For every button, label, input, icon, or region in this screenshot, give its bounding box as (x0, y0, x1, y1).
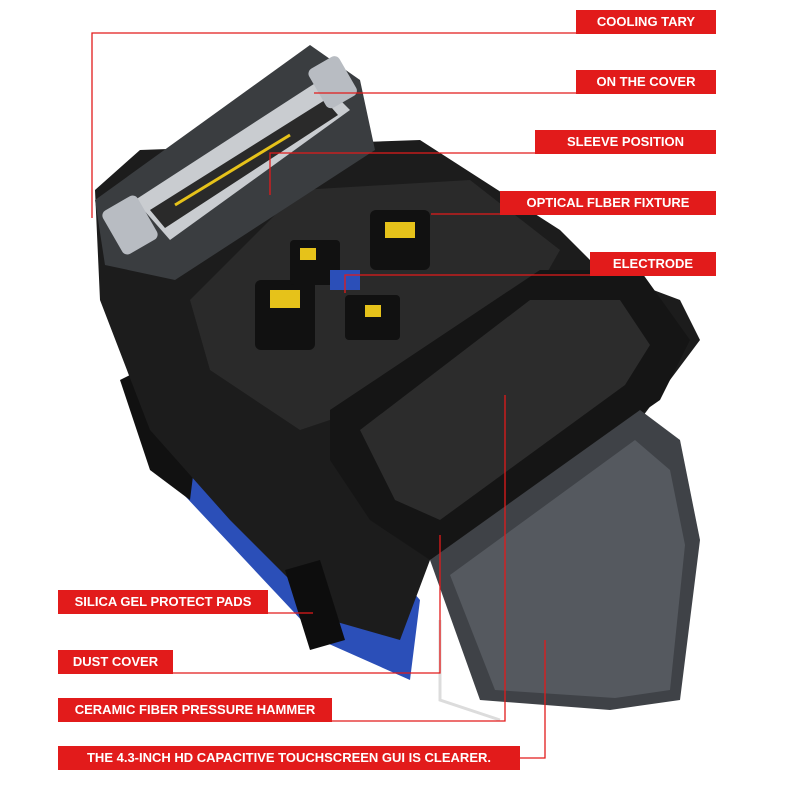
callout-silica-gel-pads: SILICA GEL PROTECT PADS (58, 590, 268, 614)
callout-electrode: ELECTRODE (590, 252, 716, 276)
callout-optical-fiber-fixture: OPTICAL FLBER FIXTURE (500, 191, 716, 215)
callout-sleeve-position: SLEEVE POSITION (535, 130, 716, 154)
callout-dust-cover: DUST COVER (58, 650, 173, 674)
callout-on-the-cover: ON THE COVER (576, 70, 716, 94)
electrode-assembly (330, 270, 360, 290)
callout-touchscreen: THE 4.3-INCH HD CAPACITIVE TOUCHSCREEN G… (58, 746, 520, 770)
fiber-clamp-right (370, 210, 430, 270)
callout-ceramic-hammer: CERAMIC FIBER PRESSURE HAMMER (58, 698, 332, 722)
callout-cooling-tray: COOLING TARY (576, 10, 716, 34)
